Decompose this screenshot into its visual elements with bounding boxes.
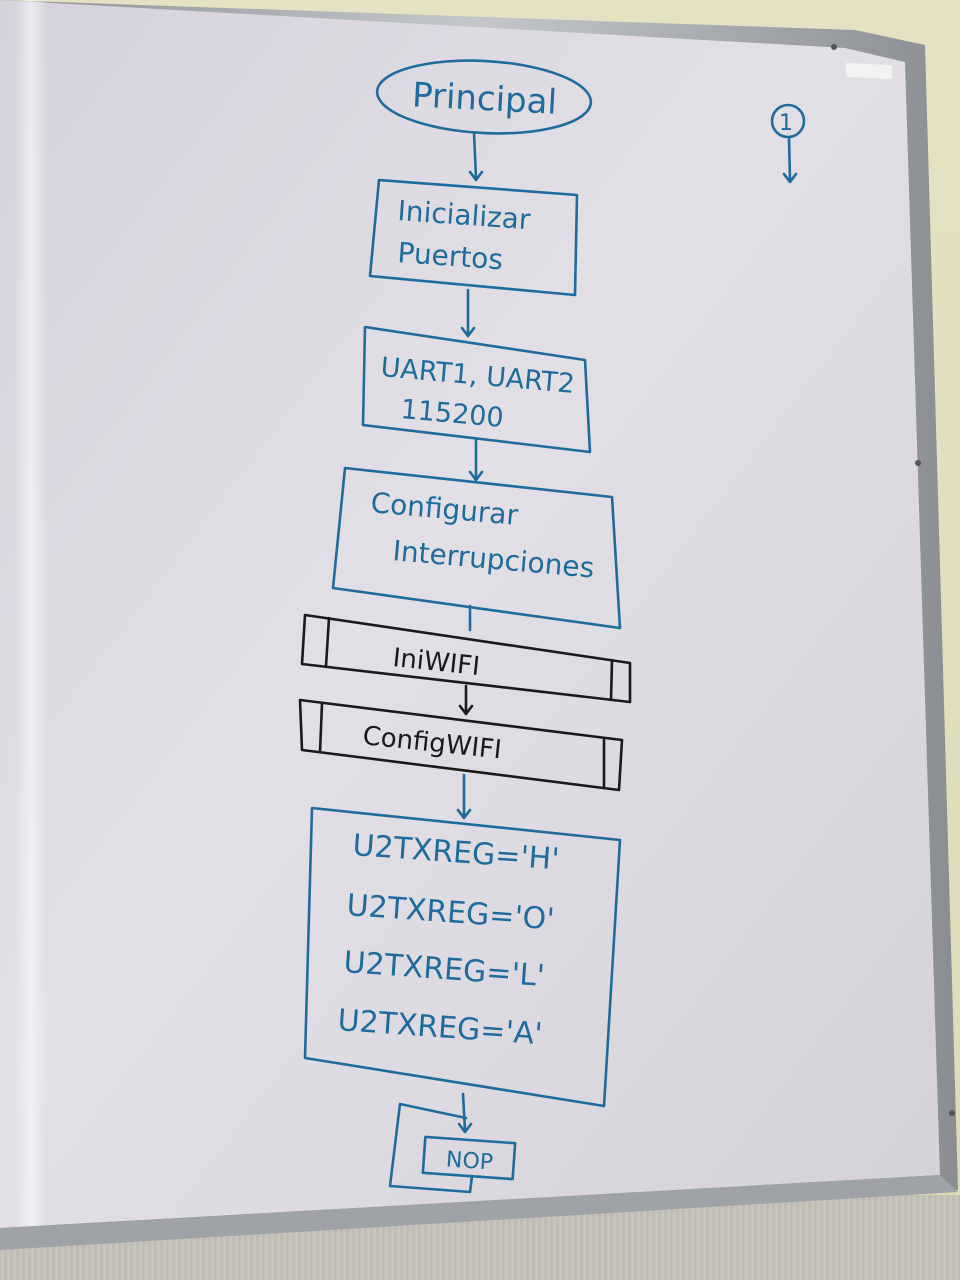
flow-arrow [457, 1092, 473, 1134]
marker-tray [0, 1175, 958, 1250]
process-box [303, 806, 622, 1108]
subroutine-box [300, 613, 632, 704]
process-box [361, 325, 592, 454]
flow-arrow [460, 288, 476, 338]
brand-sticker [845, 62, 893, 80]
subroutine-box [298, 698, 624, 792]
frame-rivet [831, 44, 837, 50]
frame-rivet [949, 1110, 955, 1116]
flow-arrow [468, 438, 484, 482]
process-box [331, 466, 622, 630]
connector-label: 1 [779, 111, 793, 136]
start-label: Principal [411, 75, 558, 123]
subroutine-edge [324, 616, 614, 702]
flow-arrow [458, 684, 474, 716]
connector-circle [770, 103, 806, 139]
process-box [368, 178, 579, 297]
subroutine-edge [318, 702, 606, 790]
flow-arrow [456, 773, 472, 820]
start-terminal [375, 59, 593, 135]
nop-box [421, 1135, 517, 1181]
flow-arrow [468, 131, 484, 182]
nop-label: NOP [445, 1147, 494, 1175]
frame-rivet [915, 460, 921, 466]
light-reflection [14, 0, 48, 1230]
loop-arrow [388, 1102, 474, 1194]
connector-arrow [782, 136, 798, 184]
process-label: Puertos [397, 236, 505, 276]
